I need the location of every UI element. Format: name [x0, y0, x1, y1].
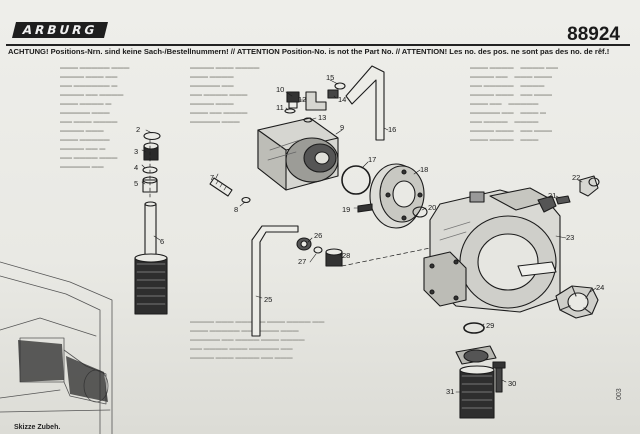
part-19-screw — [357, 203, 373, 213]
connection-line — [341, 247, 431, 267]
position-number-notice: ACHTUNG! Positions-Nrn. sind keine Sach-… — [8, 47, 610, 56]
bleed-through-text-right: ▬▬▬ ▬▬▬▬ ▬▬▬▬ ▬▬▬▬▬▬ ▬▬ ▬▬▬ ▬▬▬▬▬ ▬▬▬▬▬ … — [470, 65, 559, 143]
part-07-screw — [209, 177, 233, 197]
bottom-caption: Skizze Zubeh. — [14, 424, 61, 431]
bleed-through-text-left: ▬▬▬ ▬▬▬▬▬ ▬▬▬▬▬▬▬ ▬▬▬ ▬▬▬▬ ▬▬▬▬▬▬ ▬▬▬▬▬ … — [60, 65, 130, 170]
callout-11: 11 — [276, 103, 284, 112]
callout-7: 7 — [210, 173, 214, 182]
part-15-cap — [334, 82, 346, 90]
part-10-fitting — [286, 91, 300, 109]
part-12-elbow — [305, 91, 327, 111]
part-11-seal — [284, 108, 296, 114]
callout-6: 6 — [160, 237, 164, 246]
part-22-elbow — [579, 175, 600, 197]
callout-21: 21 — [548, 191, 556, 200]
header-rule — [6, 44, 630, 46]
callout-8: 8 — [234, 205, 238, 214]
part-02-oring — [143, 131, 161, 141]
part-16-pipe — [345, 65, 385, 141]
part-27-seal — [313, 246, 323, 254]
callout-14: 14 — [338, 95, 346, 104]
bleed-through-text-middle: ▬▬▬▬ ▬▬▬ ▬▬▬▬▬▬▬ ▬▬▬▬▬▬▬▬▬ ▬▬▬▬ ▬▬▬▬ ▬▬▬… — [190, 65, 260, 125]
callout-26: 26 — [314, 231, 322, 240]
leader-lines — [141, 79, 597, 393]
part-08-washer — [241, 196, 251, 204]
callout-labels: 2 3 4 5 6 7 8 9 10 11 12 13 14 15 16 17 … — [134, 73, 604, 396]
part-31-filter — [455, 345, 497, 419]
part-14-nut — [327, 89, 339, 99]
part-17-oring — [341, 165, 371, 195]
callout-25: 25 — [264, 295, 272, 304]
callout-24: 24 — [596, 283, 604, 292]
part-23-main-pump — [423, 187, 561, 313]
callout-29: 29 — [486, 321, 494, 330]
callout-2: 2 — [136, 125, 140, 134]
callout-27: 27 — [298, 257, 306, 266]
document-number: 88924 — [567, 24, 620, 45]
part-28-fitting — [325, 248, 343, 267]
part-18-flange — [369, 163, 425, 229]
part-26-nut — [296, 237, 312, 251]
callout-22: 22 — [572, 173, 580, 182]
part-03-fitting — [143, 142, 159, 161]
part-25-pipe — [251, 225, 299, 337]
part-30-screw — [492, 361, 506, 393]
callout-10: 10 — [276, 85, 284, 94]
callout-20: 20 — [428, 203, 436, 212]
callout-12: 12 — [298, 95, 306, 104]
part-24-coupling — [555, 285, 599, 319]
callout-17: 17 — [368, 155, 376, 164]
part-09-pump — [257, 117, 339, 191]
callout-19: 19 — [342, 205, 350, 214]
callout-9: 9 — [340, 123, 344, 132]
part-20-oring — [412, 206, 428, 218]
callout-18: 18 — [420, 165, 428, 174]
callout-23: 23 — [566, 233, 574, 242]
callout-5: 5 — [134, 179, 138, 188]
part-29-oring — [463, 322, 485, 334]
callout-16: 16 — [388, 125, 396, 134]
machine-motor-shading — [18, 340, 108, 402]
callout-13: 13 — [318, 113, 326, 122]
page-mark: 003 — [616, 388, 623, 400]
callout-30: 30 — [508, 379, 516, 388]
part-13-seal — [303, 117, 313, 123]
callout-31: 31 — [446, 387, 454, 396]
callout-15: 15 — [326, 73, 334, 82]
callout-28: 28 — [342, 251, 350, 260]
callout-4: 4 — [134, 163, 138, 172]
part-06-suction-filter — [134, 201, 168, 315]
callout-3: 3 — [134, 147, 138, 156]
